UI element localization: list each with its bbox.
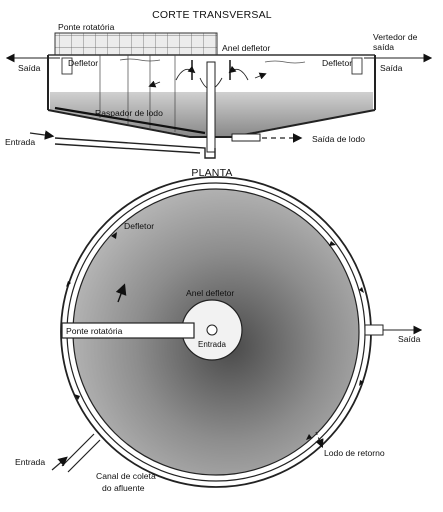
label-plan-defletor: Defletor (124, 221, 154, 231)
label-ponte-rotatoria: Ponte rotatória (58, 22, 115, 32)
label-defletor-right: Defletor (322, 58, 352, 68)
label-plan-entrada: Entrada (15, 457, 45, 467)
rotary-bridge-section (54, 32, 218, 56)
label-plan-canal-2: do afluente (102, 483, 145, 493)
label-plan-entrada-center: Entrada (198, 340, 227, 349)
sludge-outlet-pipe (231, 133, 261, 142)
label-anel-defletor: Anel defletor (222, 43, 270, 53)
plan-view (51, 176, 423, 488)
label-entrada-section: Entrada (5, 137, 35, 147)
cross-section (5, 32, 433, 159)
label-saida-left: Saída (18, 63, 41, 73)
rotary-bridge-plan (61, 322, 195, 339)
baffle-right (351, 57, 363, 75)
label-plan-anel-defletor: Anel defletor (186, 288, 234, 298)
sludge-scraper (54, 106, 206, 135)
label-saida-lodo: Saída de lodo (312, 134, 365, 144)
center-inlet (206, 324, 218, 336)
label-plan-canal-1: Canal de coleta (96, 471, 156, 481)
label-vertedor-2: saída (373, 42, 394, 52)
outlet-pipe-plan (364, 324, 384, 336)
center-shaft (206, 61, 216, 153)
label-raspador: Raspador de lodo (95, 108, 163, 118)
label-plan-saida: Saída (398, 334, 421, 344)
plan-title: PLANTA (191, 167, 232, 179)
section-title: CORTE TRANSVERSAL (152, 9, 272, 21)
label-plan-lodo-retorno: Lodo de retorno (324, 448, 385, 458)
inlet-pipe (54, 137, 216, 159)
label-plan-ponte: Ponte rotatória (66, 326, 123, 336)
label-defletor-left: Defletor (68, 58, 98, 68)
label-vertedor-1: Vertedor de (373, 32, 418, 42)
baffle-left (61, 57, 73, 75)
inlet-pipe-plan (61, 433, 101, 473)
label-saida-right: Saída (380, 63, 403, 73)
